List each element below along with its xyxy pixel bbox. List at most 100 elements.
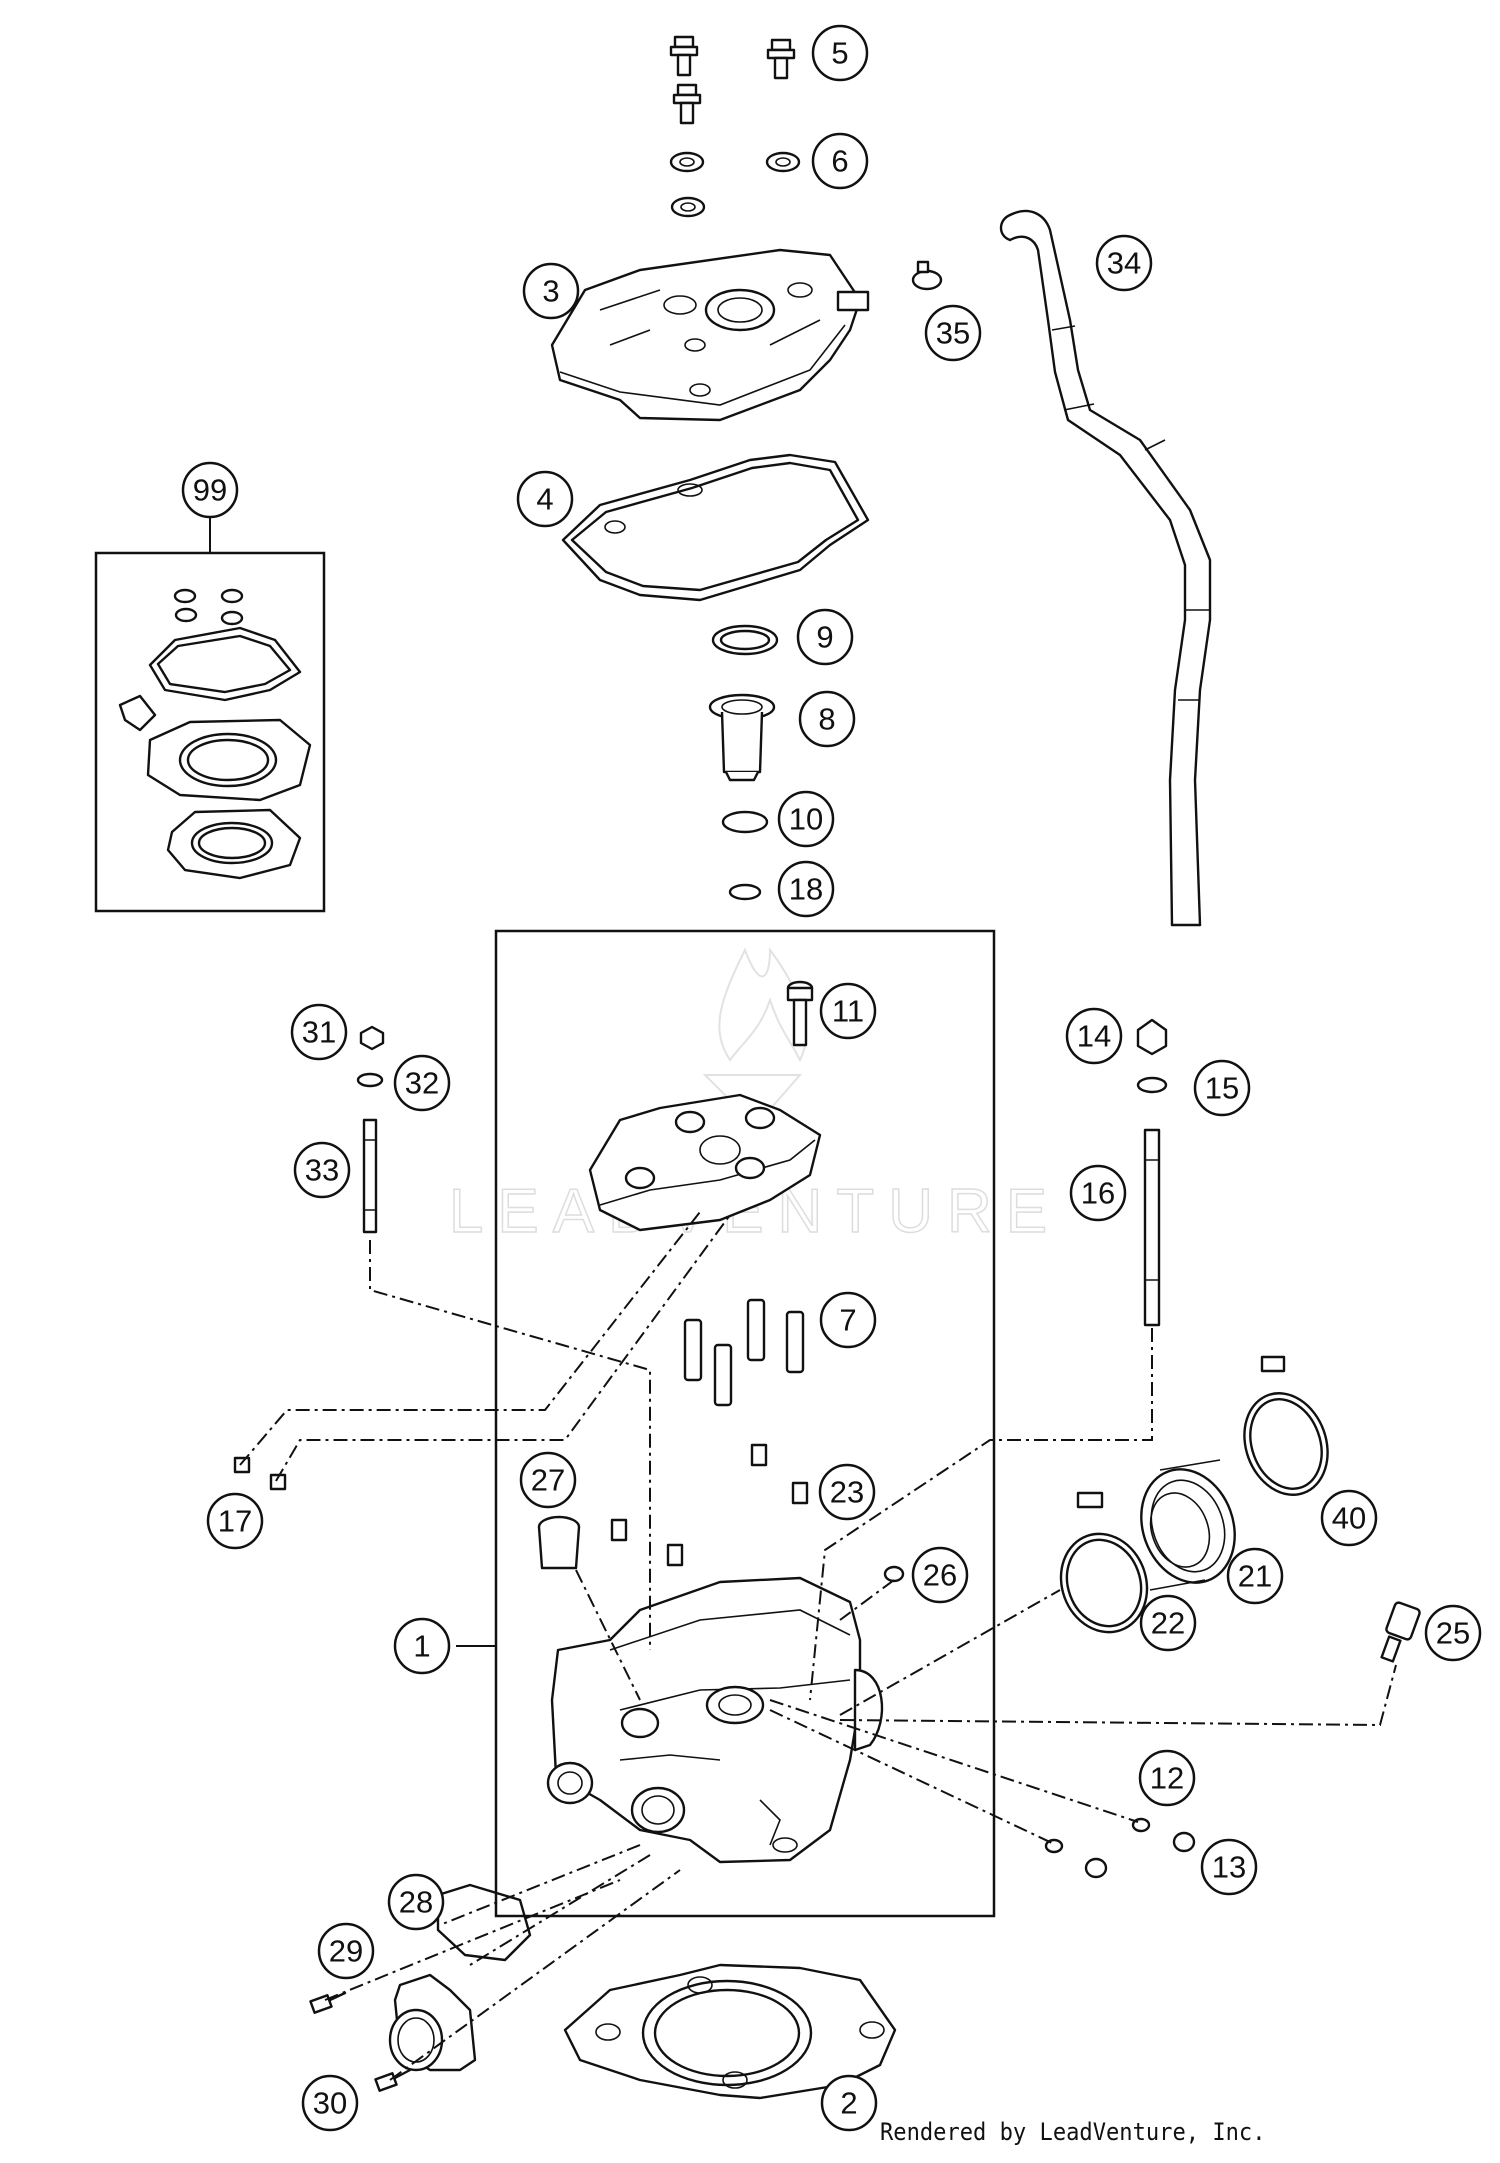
valve-guides-part-7 [683,1298,805,1407]
callout-10: 10 [777,790,835,848]
cover-gasket-part-4 [561,453,870,602]
grommets-part-6 [669,151,801,218]
callout-35: 35 [924,304,982,362]
svg-text:16: 16 [1081,1176,1115,1211]
callout-32: 32 [393,1054,451,1112]
callout-17: 17 [206,1492,264,1550]
head-gasket-part-2 [563,1963,897,2100]
screw-part-13b [1084,1857,1108,1879]
svg-text:4: 4 [536,482,553,517]
washer-part-12b [1044,1838,1064,1854]
callout-8: 8 [798,690,856,748]
cylinder-head-group-frame [494,929,996,1918]
sensor-part-25 [1380,1601,1421,1663]
svg-text:40: 40 [1332,1501,1366,1536]
svg-text:18: 18 [789,872,823,907]
valve-cover-part-3 [550,248,870,422]
callout-31: 31 [290,1003,348,1061]
svg-text:34: 34 [1107,246,1141,281]
washer-part-32 [356,1072,384,1088]
breather-hose-part-34 [999,209,1212,927]
callout-29: 29 [317,1922,375,1980]
callout-27: 27 [519,1451,577,1509]
callout-18: 18 [777,860,835,918]
svg-text:9: 9 [816,620,833,655]
svg-text:6: 6 [831,144,848,179]
svg-text:32: 32 [405,1066,439,1101]
plug-part-26 [883,1565,905,1583]
svg-text:29: 29 [329,1934,363,1969]
svg-text:13: 13 [1212,1850,1246,1885]
callout-2: 2 [820,2074,878,2132]
callout-33: 33 [293,1141,351,1199]
bolts-part-5 [669,35,796,125]
svg-text:11: 11 [832,994,864,1029]
svg-text:22: 22 [1151,1606,1185,1641]
o-ring-part-18 [728,883,762,901]
callout-26: 26 [911,1546,969,1604]
o-ring-part-10 [721,810,769,834]
callout-34: 34 [1095,234,1153,292]
svg-text:12: 12 [1150,1761,1184,1796]
stud-part-16 [1143,1128,1161,1327]
intake-boot-part-21 [1140,1459,1236,1591]
gasket-kit-frame [94,551,326,913]
bolt-part-11 [786,980,814,1047]
svg-text:99: 99 [193,473,227,508]
dowels-part-23 [610,1443,809,1567]
svg-text:14: 14 [1077,1019,1111,1054]
svg-text:5: 5 [831,36,848,71]
svg-text:23: 23 [830,1475,864,1510]
exhaust-flange-part-29 [388,1973,477,2072]
callout-3: 3 [522,262,580,320]
svg-text:7: 7 [839,1303,856,1338]
callout-30: 30 [301,2074,359,2132]
svg-text:35: 35 [936,316,970,351]
callout-13: 13 [1200,1838,1258,1896]
callout-22: 22 [1139,1594,1197,1652]
plug-part-17b [269,1473,287,1491]
callout-4: 4 [516,470,574,528]
svg-text:27: 27 [531,1463,565,1498]
svg-text:25: 25 [1436,1616,1470,1651]
callout-28: 28 [387,1873,445,1931]
svg-text:8: 8 [818,702,835,737]
render-credit: Rendered by LeadVenture, Inc. [880,2118,1266,2146]
callout-1: 1 [393,1617,451,1675]
callout-21: 21 [1226,1547,1284,1605]
callout-9: 9 [796,608,854,666]
nut-part-31 [359,1025,385,1051]
clamp-part-40 [1243,1355,1329,1496]
screw-part-13 [1172,1831,1196,1853]
washer-part-15 [1136,1076,1168,1094]
seal-ring-part-9 [711,624,779,656]
plug-part-17a [233,1456,251,1474]
svg-text:2: 2 [840,2086,857,2121]
cylinder-head-part-1 [546,1576,884,1864]
callout-99: 99 [181,461,239,519]
plug-sleeve-part-8 [708,693,776,782]
svg-text:3: 3 [542,274,559,309]
svg-text:26: 26 [923,1558,957,1593]
callout-40: 40 [1320,1489,1378,1547]
callout-16: 16 [1069,1164,1127,1222]
callout-23: 23 [818,1463,876,1521]
svg-text:31: 31 [302,1015,336,1050]
callout-12: 12 [1138,1749,1196,1807]
callout-5: 5 [811,24,869,82]
callout-7: 7 [819,1291,877,1349]
nut-part-14 [1136,1018,1168,1056]
camshaft-bridge [588,1093,822,1232]
svg-text:10: 10 [789,802,823,837]
leader-lines [239,1211,1397,2081]
svg-text:30: 30 [313,2086,347,2121]
washer-part-12 [1131,1817,1151,1833]
sleeve-part-27 [537,1515,581,1570]
gasket-kit-part-99 [118,588,312,880]
svg-text:28: 28 [399,1885,433,1920]
callout-15: 15 [1193,1059,1251,1117]
callout-11: 11 [819,982,877,1040]
hose-clamp-part-35 [911,260,943,291]
svg-text:33: 33 [305,1153,339,1188]
